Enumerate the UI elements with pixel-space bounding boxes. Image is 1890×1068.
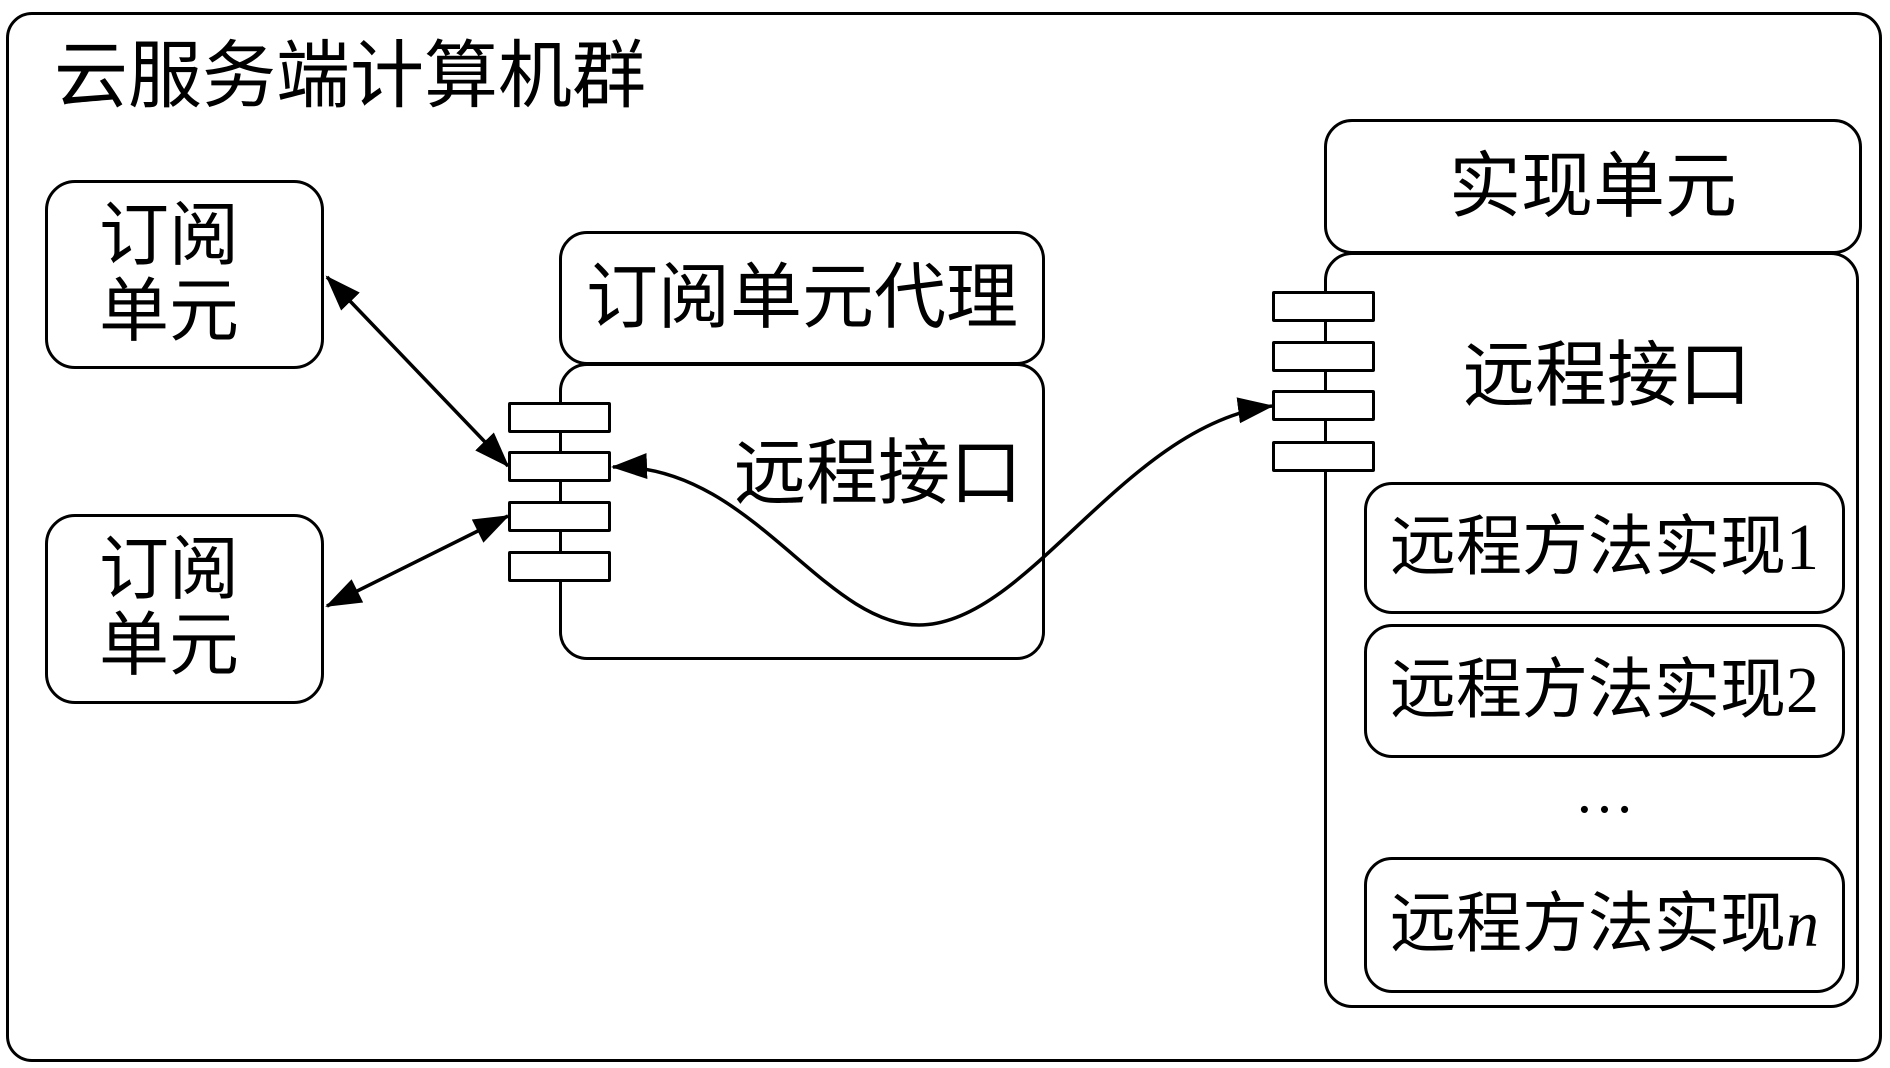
implementation-unit-label-box: 实现单元 <box>1324 119 1862 254</box>
subscriber-unit-2: 订阅 单元 <box>45 514 324 704</box>
subscriber-unit-1-line-2: 单元 <box>99 273 239 351</box>
subscriber-proxy-label-box: 订阅单元代理 <box>559 231 1045 365</box>
proxy-interface-slot-4 <box>508 551 611 582</box>
remote-method-impl-1-name: 远程方法实现 <box>1390 511 1786 584</box>
subscriber-proxy-label: 订阅单元代理 <box>585 258 1018 338</box>
proxy-interface-slot-1 <box>508 402 611 433</box>
implementation-interface-slot-3 <box>1272 390 1375 421</box>
remote-method-impl-1-index: 1 <box>1786 511 1819 584</box>
implementation-unit-label: 实现单元 <box>1448 146 1737 227</box>
implementation-interface-slot-4 <box>1272 441 1375 472</box>
remote-method-impl-n-index: n <box>1786 888 1819 961</box>
remote-method-impl-2-index: 2 <box>1786 654 1819 727</box>
subscriber-unit-2-line-1: 订阅 <box>99 532 239 609</box>
remote-method-impl-n-name: 远程方法实现 <box>1390 888 1786 961</box>
subscriber-unit-2-line-2: 单元 <box>99 608 239 685</box>
subscriber-unit-1-line-1: 订阅 <box>99 197 239 275</box>
subscriber-unit-1: 订阅 单元 <box>45 180 324 369</box>
remote-method-ellipsis: … <box>1574 759 1635 825</box>
cluster-title: 云服务端计算机群 <box>54 36 646 118</box>
remote-method-impl-2-name: 远程方法实现 <box>1390 654 1786 727</box>
implementation-interface-slot-1 <box>1272 291 1375 322</box>
proxy-interface-slot-3 <box>508 501 611 532</box>
implementation-interface-slot-2 <box>1272 341 1375 372</box>
proxy-interface-slot-2 <box>508 451 611 482</box>
cloud-cluster-frame <box>6 12 1882 1062</box>
implementation-remote-interface-label: 远程接口 <box>1463 336 1752 416</box>
implementation-unit-body <box>1324 252 1859 1008</box>
proxy-remote-interface-label: 远程接口 <box>734 434 1023 514</box>
